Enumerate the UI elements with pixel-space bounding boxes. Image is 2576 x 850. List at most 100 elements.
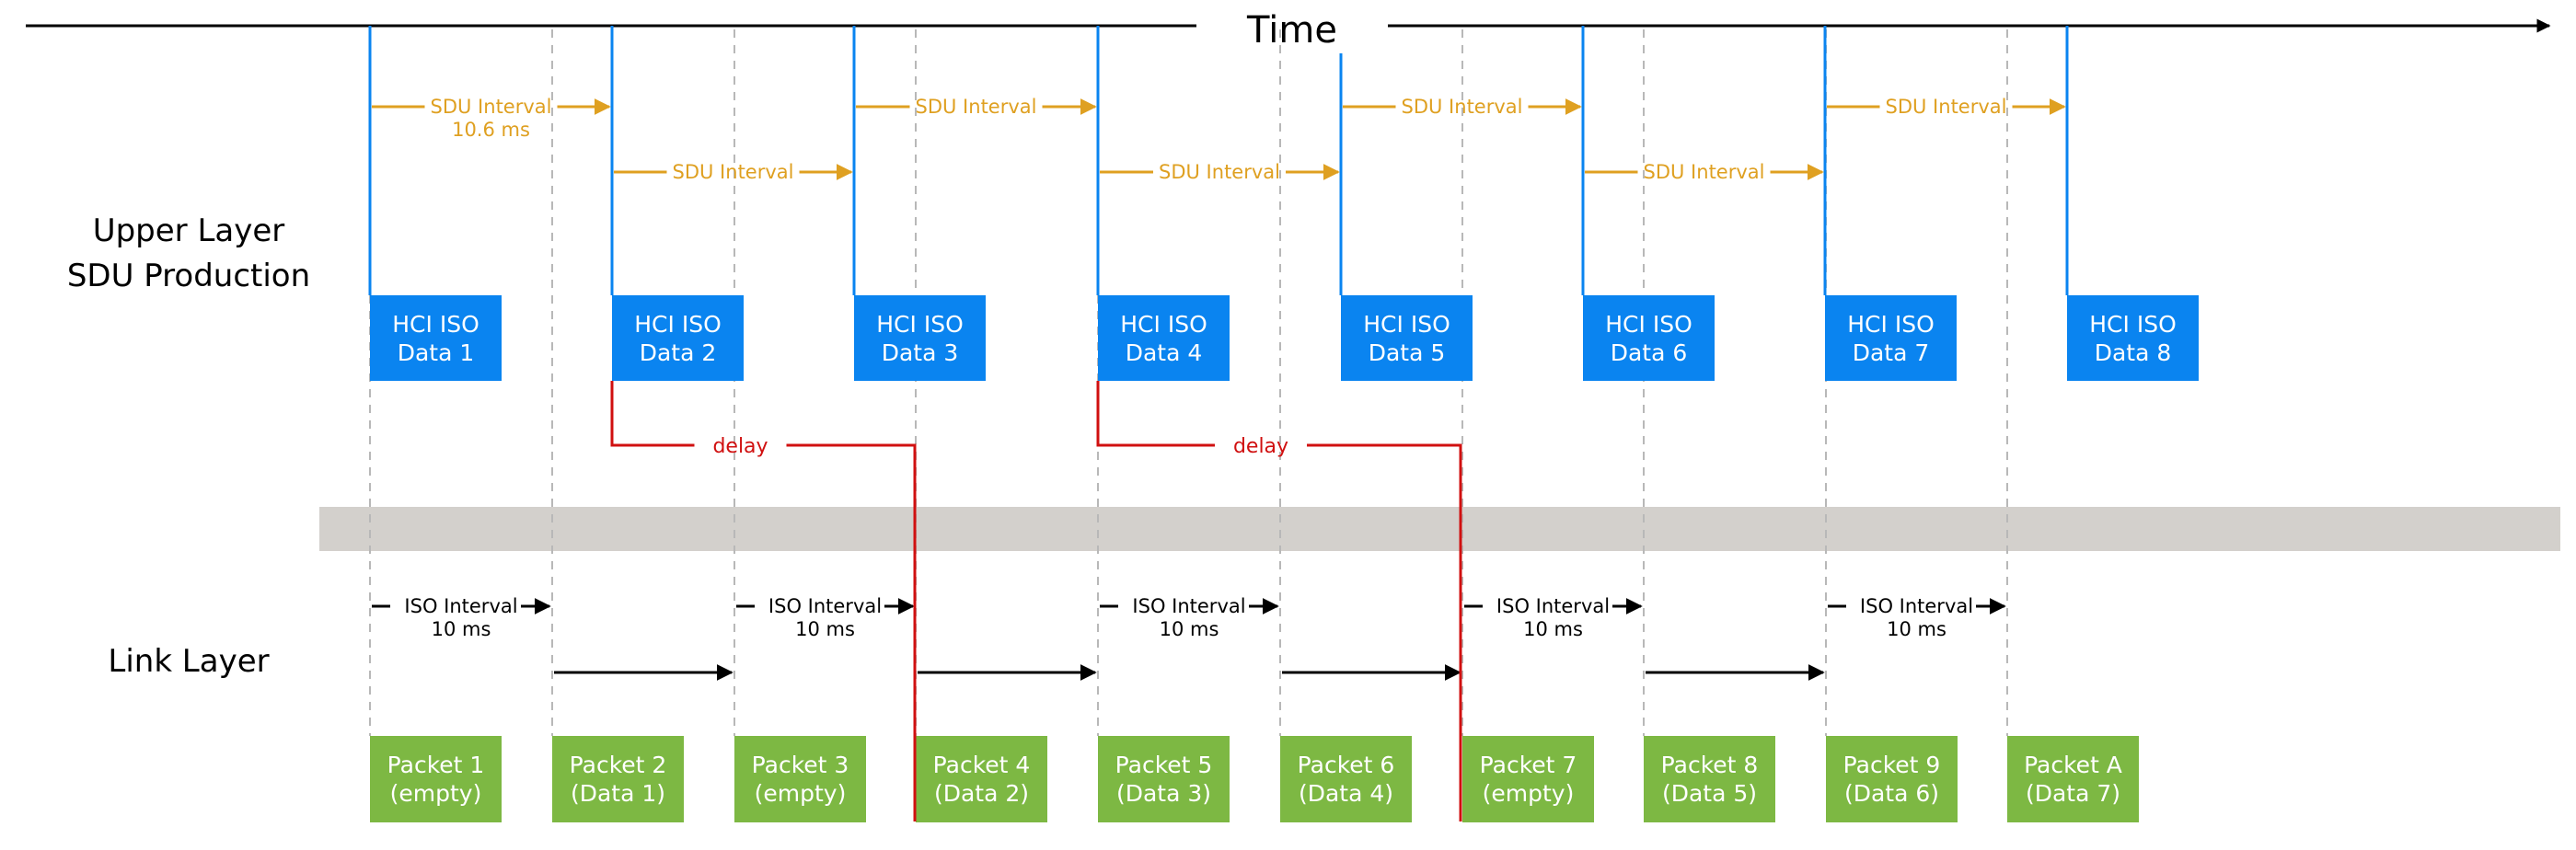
layer-separator-band xyxy=(319,507,2560,551)
link-layer-packets: Packet 1(empty)Packet 2(Data 1)Packet 3(… xyxy=(370,736,2139,822)
hci-box-fill xyxy=(2067,295,2199,381)
packet-box-line1: Packet 3 xyxy=(752,752,849,778)
link-packet-box-5: Packet 5(Data 3) xyxy=(1098,736,1230,822)
upper-layer-label-line1: Upper Layer xyxy=(93,212,285,249)
packet-box-line1: Packet 1 xyxy=(387,752,485,778)
sdu-interval-label: SDU Interval xyxy=(1402,96,1523,118)
packet-box-line1: Packet 8 xyxy=(1661,752,1759,778)
packet-box-line1: Packet 7 xyxy=(1480,752,1577,778)
hci-box-fill xyxy=(370,295,502,381)
hci-box-line2: Data 4 xyxy=(1126,339,1203,366)
packet-box-line1: Packet 5 xyxy=(1115,752,1213,778)
packet-box-fill xyxy=(1280,736,1412,822)
packet-box-fill xyxy=(916,736,1047,822)
hci-box-line1: HCI ISO xyxy=(2089,311,2177,338)
hci-box-fill xyxy=(612,295,744,381)
hci-box-fill xyxy=(854,295,986,381)
packet-box-line1: Packet 4 xyxy=(933,752,1031,778)
delay-label: delay xyxy=(712,435,768,458)
packet-box-fill xyxy=(370,736,502,822)
packet-box-line1: Packet 6 xyxy=(1298,752,1395,778)
iso-interval-value: 10 ms xyxy=(1523,618,1583,640)
iso-interval-value: 10 ms xyxy=(1160,618,1219,640)
packet-box-fill xyxy=(1098,736,1230,822)
sdu-interval-arrow-2: SDU Interval xyxy=(614,161,853,183)
iso-interval-value: 10 ms xyxy=(1887,618,1946,640)
iso-interval-value: 10 ms xyxy=(432,618,491,640)
delay-line-right xyxy=(1307,443,1462,821)
sdu-interval-arrow-5: SDU Interval xyxy=(1343,96,1582,118)
hci-box-fill xyxy=(1098,295,1230,381)
hci-box-line1: HCI ISO xyxy=(1605,311,1692,338)
delay-line-left xyxy=(1096,381,1215,447)
packet-box-line2: (Data 2) xyxy=(934,780,1029,807)
hci-box-fill xyxy=(1583,295,1715,381)
packet-box-fill xyxy=(734,736,866,822)
packet-box-line2: (Data 6) xyxy=(1844,780,1939,807)
hci-box-line2: Data 3 xyxy=(882,339,959,366)
iso-interval-label: ISO Interval xyxy=(1132,595,1245,617)
link-packet-box-2: Packet 2(Data 1) xyxy=(552,736,684,822)
packet-box-line1: Packet 9 xyxy=(1843,752,1941,778)
delay-line-left xyxy=(610,381,695,447)
time-axis: Time xyxy=(26,9,2551,52)
packet-box-line2: (empty) xyxy=(390,780,482,807)
link-layer-label: Link Layer xyxy=(108,643,269,680)
link-packet-box-4: Packet 4(Data 2) xyxy=(916,736,1047,822)
hci-box-line1: HCI ISO xyxy=(634,311,722,338)
sdu-interval-label: SDU Interval xyxy=(1159,161,1280,183)
sdu-interval-value: 10.6 ms xyxy=(452,119,530,141)
packet-box-line2: (Data 3) xyxy=(1116,780,1211,807)
iso-interval-value: 10 ms xyxy=(795,618,855,640)
packet-box-line2: (Data 5) xyxy=(1662,780,1757,807)
hci-box-line2: Data 5 xyxy=(1369,339,1446,366)
hci-box-line2: Data 7 xyxy=(1853,339,1930,366)
sdu-interval-label: SDU Interval xyxy=(1886,96,2007,118)
hci-box-fill xyxy=(1825,295,1957,381)
delay-path-1: delay xyxy=(610,381,917,821)
packet-box-line2: (empty) xyxy=(755,780,847,807)
sdu-interval-arrow-6: SDU Interval xyxy=(1585,161,1824,183)
packet-box-fill xyxy=(1462,736,1594,822)
iso-interval-label: ISO Interval xyxy=(1860,595,1973,617)
sdu-interval-label: SDU Interval xyxy=(1644,161,1765,183)
hci-box-line2: Data 2 xyxy=(640,339,717,366)
hci-box-line1: HCI ISO xyxy=(1847,311,1935,338)
link-packet-box-7: Packet 7(empty) xyxy=(1462,736,1594,822)
packet-box-line2: (Data 1) xyxy=(571,780,665,807)
link-packet-box-10: Packet A(Data 7) xyxy=(2007,736,2139,822)
hci-box-fill xyxy=(1341,295,1473,381)
upper-layer-label-line2: SDU Production xyxy=(67,258,310,294)
packet-box-line2: (Data 4) xyxy=(1299,780,1393,807)
link-packet-box-6: Packet 6(Data 4) xyxy=(1280,736,1412,822)
link-packet-box-3: Packet 3(empty) xyxy=(734,736,866,822)
delay-label: delay xyxy=(1233,435,1288,458)
sdu-interval-label: SDU Interval xyxy=(673,161,794,183)
iso-interval-label: ISO Interval xyxy=(404,595,517,617)
sdu-interval-arrow-7: SDU Interval xyxy=(1827,96,2066,118)
packet-box-fill xyxy=(1644,736,1775,822)
hci-box-line1: HCI ISO xyxy=(876,311,964,338)
packet-box-fill xyxy=(2007,736,2139,822)
hci-box-line1: HCI ISO xyxy=(1363,311,1450,338)
link-packet-box-8: Packet 8(Data 5) xyxy=(1644,736,1775,822)
sdu-production-lines xyxy=(368,26,2069,295)
time-title: Time xyxy=(1246,9,1337,52)
delay-line-right xyxy=(786,443,917,821)
packet-box-line1: Packet A xyxy=(2024,752,2122,778)
hci-box-line2: Data 6 xyxy=(1611,339,1688,366)
iso-interval-label: ISO Interval xyxy=(1496,595,1610,617)
packet-box-line1: Packet 2 xyxy=(570,752,667,778)
delay-paths: delay delay xyxy=(610,381,1462,821)
